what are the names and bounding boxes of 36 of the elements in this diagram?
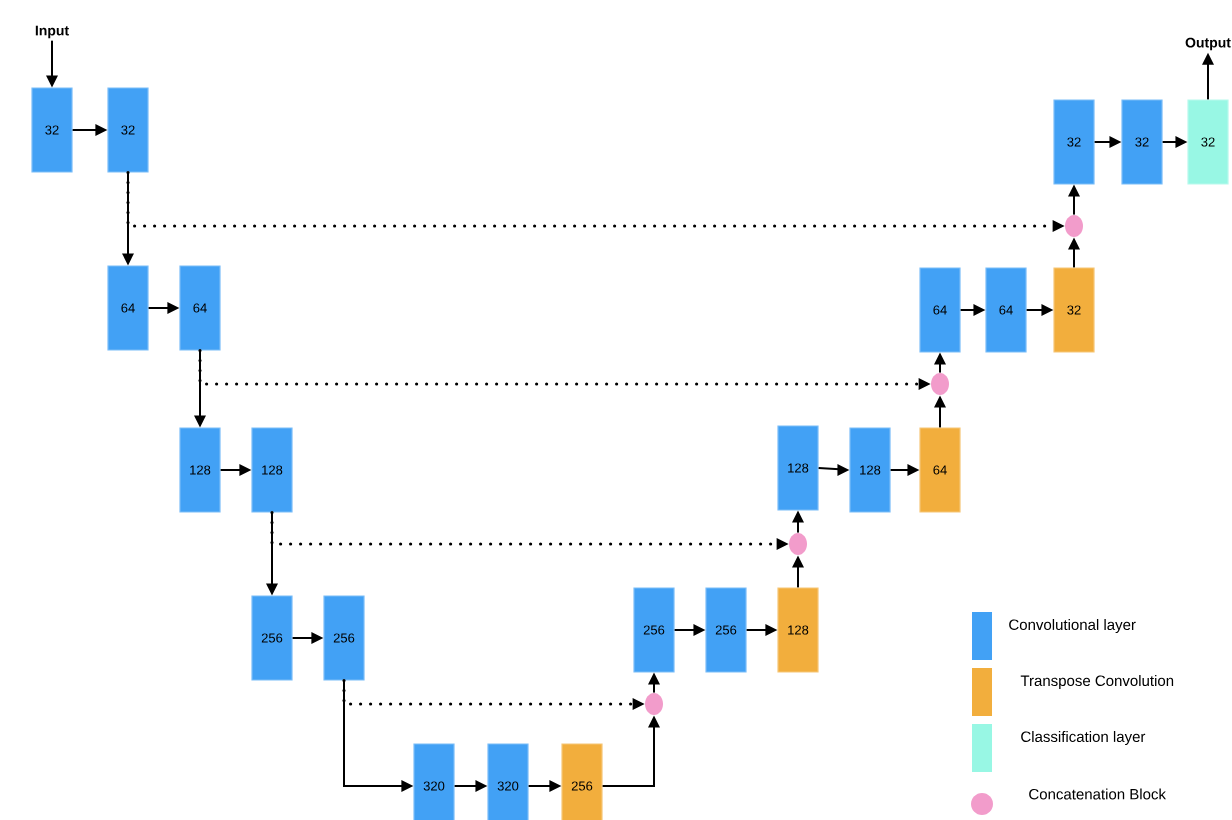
arrow (71, 124, 108, 136)
arrow (1202, 52, 1214, 101)
arrow (673, 624, 706, 636)
skip-connection-arrow (270, 511, 789, 550)
skip-connection-arrow (198, 349, 931, 390)
arrow (1025, 304, 1054, 316)
arrow (527, 780, 562, 792)
arrow (1068, 184, 1080, 216)
arrow (122, 171, 134, 266)
arrow (792, 510, 804, 534)
arrow (343, 679, 414, 792)
arrow (266, 511, 278, 596)
arrow (601, 715, 660, 787)
arrow (147, 302, 180, 314)
arrow (194, 349, 206, 428)
skip-connection-arrow (126, 171, 1065, 232)
arrow (817, 464, 850, 476)
arrow (1093, 136, 1122, 148)
arrow (1161, 136, 1188, 148)
arrow (934, 352, 946, 374)
arrow (889, 464, 920, 476)
arrow (291, 632, 324, 644)
concat-circle (645, 693, 663, 715)
arrow (453, 780, 488, 792)
arrow (1068, 237, 1080, 269)
concat-circle (931, 373, 949, 395)
skip-connection-arrow (342, 679, 645, 710)
arrow (745, 624, 778, 636)
arrow (46, 39, 58, 88)
concat-circle (789, 533, 807, 555)
arrow (219, 464, 252, 476)
arrow (934, 395, 946, 429)
arrow (648, 672, 660, 694)
concat-circle (1065, 215, 1083, 237)
arrow (792, 555, 804, 589)
arrow (959, 304, 986, 316)
